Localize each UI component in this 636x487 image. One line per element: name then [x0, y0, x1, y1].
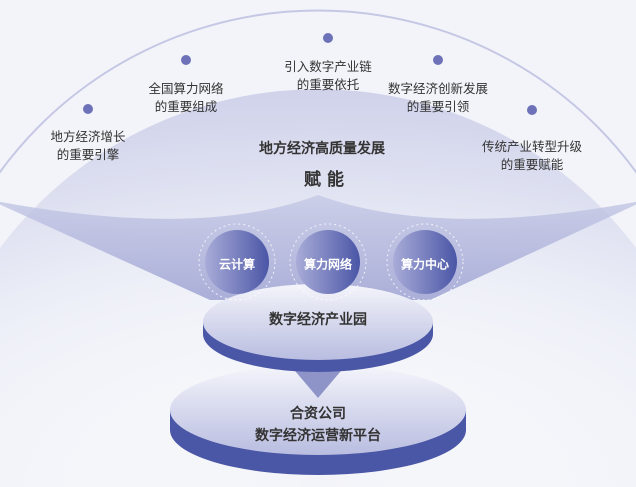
node-computing-center: 算力中心 — [400, 257, 450, 272]
arc-label-line: 的重要引擎 — [56, 147, 120, 162]
arc-label-line: 的重要依托 — [296, 77, 360, 92]
arc-label-3: 引入数字产业链的重要依托 — [284, 58, 372, 94]
arc-label-line: 全国算力网络 — [148, 81, 224, 96]
arc-label-line: 的重要引领 — [406, 99, 470, 114]
arc-label-1: 地方经济增长的重要引擎 — [50, 128, 125, 164]
arc-label-line: 数字经济创新发展 — [387, 81, 489, 96]
arc-label-line: 引入数字产业链 — [284, 59, 372, 74]
node-computing-network: 算力网络 — [303, 257, 353, 272]
arc-label-2: 全国算力网络的重要组成 — [148, 80, 223, 116]
arc-label-4: 数字经济创新发展的重要引领 — [388, 80, 488, 116]
node-cloud-computing: 云计算 — [218, 257, 256, 272]
arc-label-5: 传统产业转型升级的重要赋能 — [482, 138, 582, 174]
arc-dots — [83, 33, 537, 115]
park-to-platform-arrow — [290, 365, 346, 398]
platform-label: 合资公司数字经济运营新平台 — [255, 403, 381, 447]
arc-label-line: 的重要组成 — [154, 99, 218, 114]
outer-arc — [0, 9, 636, 174]
park-label: 数字经济产业园 — [269, 312, 367, 328]
node-circles — [198, 223, 464, 301]
platform-disc — [170, 365, 466, 475]
arc-label-line: 的重要赋能 — [500, 157, 564, 172]
deco-bars — [98, 298, 550, 472]
park-disc — [203, 284, 433, 372]
arc-label-line: 传统产业转型升级 — [481, 139, 583, 154]
empower-label: 赋能 — [304, 170, 350, 190]
center-title: 地方经济高质量发展 — [259, 141, 385, 157]
platform-line-1: 合资公司 — [290, 406, 346, 422]
arc-label-line: 地方经济增长 — [50, 129, 126, 144]
platform-line-2: 数字经济运营新平台 — [255, 428, 381, 444]
